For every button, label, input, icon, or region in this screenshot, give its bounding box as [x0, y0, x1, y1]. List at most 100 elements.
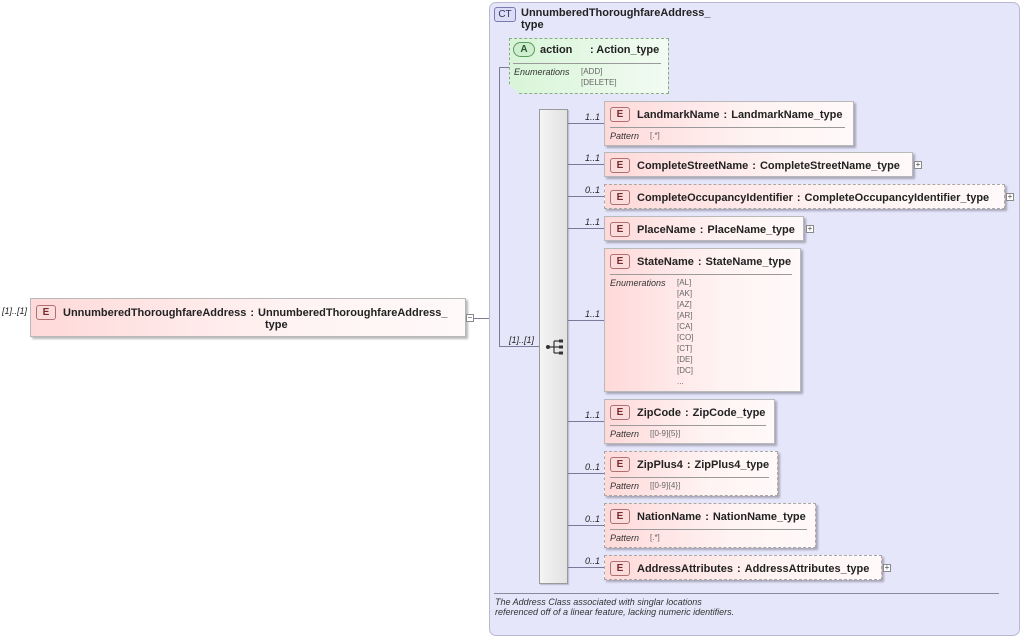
attribute-name: action — [540, 43, 573, 56]
element-landmarkname[interactable]: E LandmarkName : LandmarkName_type Patte… — [604, 101, 854, 146]
attribute-badge-icon: A — [513, 42, 535, 57]
element-cardinality: 0..1 — [585, 462, 601, 472]
element-name: ZipCode — [637, 406, 681, 419]
element-badge-icon: E — [610, 561, 630, 576]
element-type: ZipCode_type — [692, 406, 766, 419]
type-separator: : — [699, 223, 704, 236]
element-cardinality: 0..1 — [585, 556, 601, 566]
element-name: AddressAttributes — [637, 562, 733, 575]
element-zipplus4[interactable]: E ZipPlus4 : ZipPlus4_type Pattern [[0-9… — [604, 451, 778, 496]
facet-label: Pattern — [610, 131, 640, 141]
element-cardinality: 0..1 — [585, 514, 601, 524]
element-completeoccupancyidentifier[interactable]: E CompleteOccupancyIdentifier : Complete… — [604, 184, 1005, 209]
element-badge-icon: E — [610, 457, 630, 472]
facet-values: [.*] — [650, 533, 660, 542]
element-badge-icon: E — [610, 405, 630, 420]
element-name: PlaceName — [637, 223, 696, 236]
element-name: CompleteOccupancyIdentifier — [637, 191, 793, 204]
element-statename[interactable]: E StateName : StateName_type Enumeration… — [604, 248, 801, 392]
element-type: PlaceName_type — [707, 223, 795, 236]
facet-divider — [610, 274, 792, 275]
attribute-connector — [499, 67, 509, 68]
sequence-compositor[interactable] — [539, 109, 568, 584]
element-name: CompleteStreetName — [637, 159, 749, 172]
element-type: NationName_type — [712, 510, 806, 523]
attribute-action[interactable] — [509, 38, 669, 94]
facet-divider — [610, 529, 807, 530]
root-element-type: UnnumberedThoroughfareAddress_ — [258, 306, 448, 319]
facet-label: Pattern — [610, 429, 640, 439]
type-separator: : — [685, 406, 689, 419]
child-connector — [568, 421, 604, 422]
complex-type-title-cont: type — [521, 19, 544, 31]
attribute-connector-vertical — [499, 67, 500, 346]
attribute-facet-values: [ADD] [DELETE] — [581, 67, 617, 87]
element-type: AddressAttributes_type — [744, 562, 870, 575]
attribute-facet-label: Enumerations — [514, 67, 570, 77]
child-connector — [568, 164, 604, 165]
element-badge-icon: E — [610, 222, 630, 237]
complex-type-title: UnnumberedThoroughfareAddress_ — [521, 7, 711, 19]
child-connector — [568, 123, 604, 124]
element-nationname[interactable]: E NationName : NationName_type Pattern [… — [604, 503, 816, 548]
element-cardinality: 0..1 — [585, 185, 601, 195]
element-badge-icon: E — [36, 305, 56, 320]
connector-line — [474, 318, 500, 319]
complex-type-badge-icon: CT — [494, 7, 516, 22]
sequence-connector — [499, 346, 539, 347]
element-placename[interactable]: E PlaceName : PlaceName_type — [604, 216, 804, 241]
expand-icon[interactable]: + — [1006, 192, 1014, 201]
element-cardinality: 1..1 — [585, 153, 601, 163]
element-badge-icon: E — [610, 158, 630, 173]
collapse-icon[interactable]: − — [466, 313, 474, 322]
facet-values: [[0-9]{4}] — [650, 481, 681, 490]
element-zipcode[interactable]: E ZipCode : ZipCode_type Pattern [[0-9]{… — [604, 399, 775, 444]
child-connector — [568, 567, 604, 568]
expand-icon[interactable]: + — [806, 224, 814, 233]
element-addressattributes[interactable]: E AddressAttributes : AddressAttributes_… — [604, 555, 882, 580]
element-cardinality: 1..1 — [585, 217, 601, 227]
complex-type-header: CT UnnumberedThoroughfareAddress_ type — [494, 7, 710, 31]
type-separator: : — [697, 255, 702, 268]
facet-label: Pattern — [610, 533, 640, 543]
facet-label: Pattern — [610, 481, 640, 491]
child-connector — [568, 196, 604, 197]
facet-divider — [610, 425, 766, 426]
child-connector — [568, 320, 604, 321]
expand-icon[interactable]: + — [914, 160, 922, 169]
element-type: CompleteOccupancyIdentifier_type — [804, 191, 990, 204]
attribute-header: A action : Action_type — [513, 42, 659, 57]
complex-type-documentation: The Address Class associated with singla… — [495, 597, 735, 617]
root-element-name: UnnumberedThoroughfareAddress — [63, 306, 247, 319]
element-badge-icon: E — [610, 107, 630, 122]
facet-label: Enumerations — [610, 278, 666, 288]
element-cardinality: 1..1 — [585, 309, 601, 319]
element-type: ZipPlus4_type — [694, 458, 770, 471]
facet-divider — [610, 127, 845, 128]
root-element[interactable]: E UnnumberedThoroughfareAddress : Unnumb… — [30, 298, 466, 337]
element-type: CompleteStreetName_type — [759, 159, 900, 172]
element-badge-icon: E — [610, 509, 630, 524]
child-connector — [568, 228, 604, 229]
expand-icon[interactable]: + — [883, 563, 891, 572]
facet-values: [.*] — [650, 131, 660, 140]
type-separator: : — [752, 159, 756, 172]
type-separator: : — [705, 510, 709, 523]
attribute-divider — [513, 63, 661, 64]
root-element-type-cont: type — [265, 319, 288, 331]
child-connector — [568, 473, 604, 474]
element-name: LandmarkName — [637, 108, 720, 121]
sequence-cardinality: [1]..[1] — [509, 335, 535, 345]
element-completestreetname[interactable]: E CompleteStreetName : CompleteStreetNam… — [604, 152, 913, 177]
element-type: StateName_type — [705, 255, 792, 268]
type-separator: : — [250, 306, 255, 319]
child-connector — [568, 525, 604, 526]
type-separator: : — [723, 108, 728, 121]
element-name: StateName — [637, 255, 694, 268]
attribute-type: : Action_type — [590, 43, 660, 56]
element-badge-icon: E — [610, 254, 630, 269]
element-cardinality: 1..1 — [585, 112, 601, 122]
facet-values: [AL] [AK] [AZ] [AR] [CA] [CO] [CT] [DE] … — [677, 278, 694, 386]
element-badge-icon: E — [610, 190, 630, 205]
element-name: NationName — [637, 510, 702, 523]
